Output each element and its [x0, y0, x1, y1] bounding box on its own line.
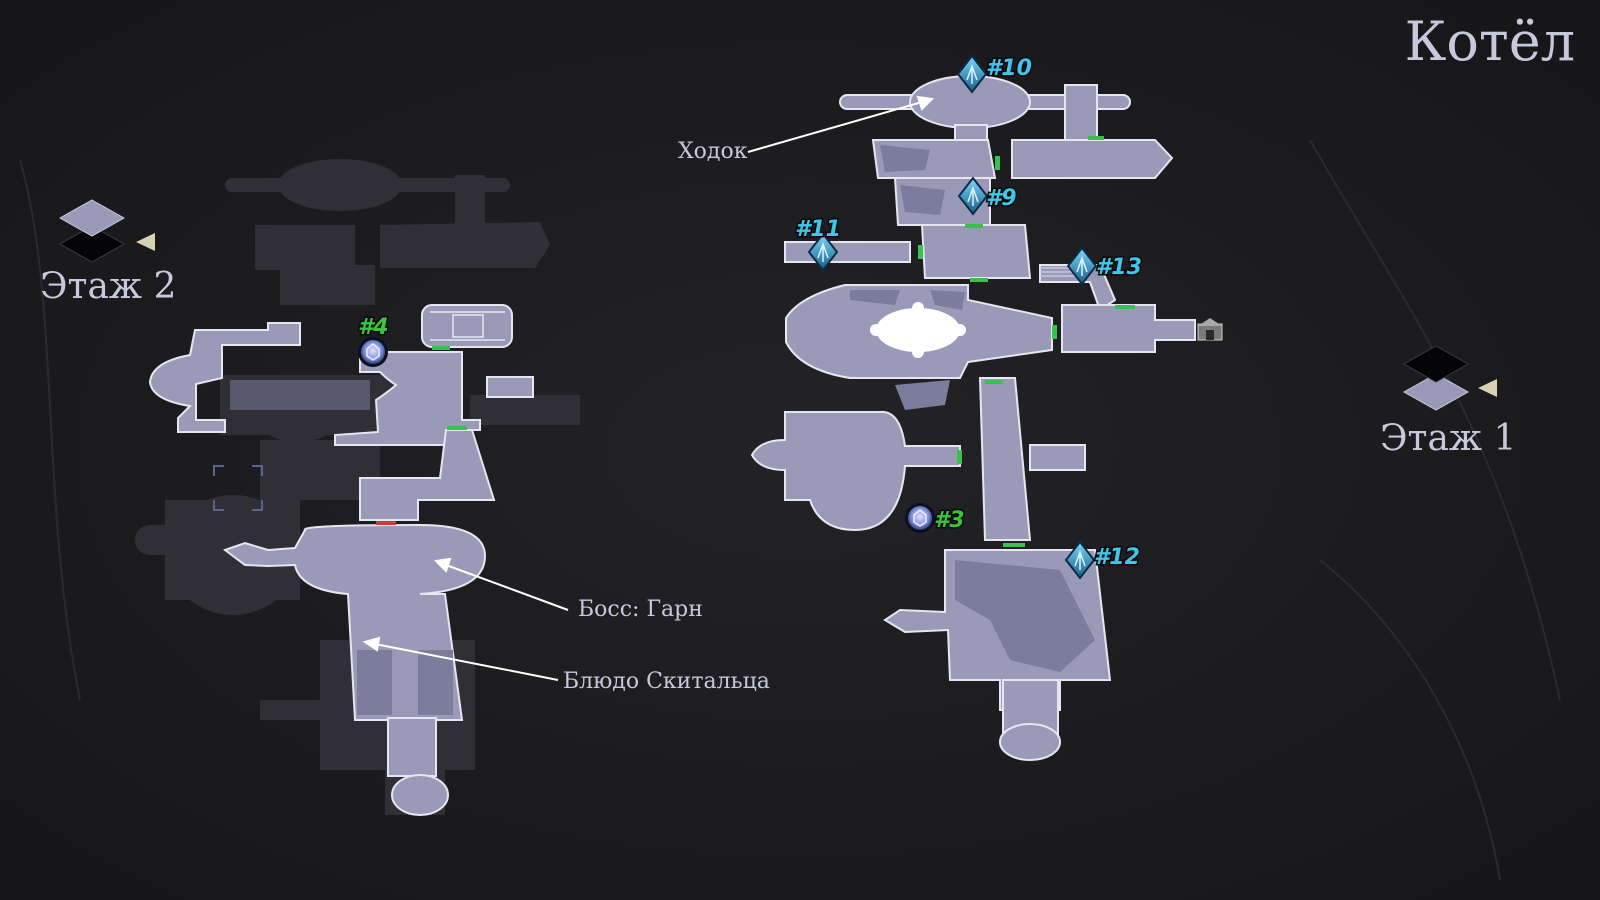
marker-13-label: #13: [1096, 255, 1142, 280]
floor-2-doors: [376, 346, 467, 525]
marker-9-label: #9: [986, 186, 1017, 211]
map-title: Котёл: [1405, 10, 1575, 73]
annotation-walker: Ходок: [678, 139, 748, 164]
floor-2-selector[interactable]: Этаж 2: [40, 199, 176, 307]
marker-3-label: #3: [934, 508, 965, 533]
floor-1-label: Этаж 1: [1380, 418, 1516, 459]
floor-2-label: Этаж 2: [40, 266, 176, 307]
marker-labels: #10 #9 #11 #13 #12 #3 #4: [357, 55, 1144, 572]
exit-gate-icon[interactable]: [1197, 318, 1223, 341]
floor-1-room-shading: [850, 145, 1095, 672]
marker-10[interactable]: [956, 54, 988, 94]
annotation-boss: Босс: Гарн: [578, 597, 703, 622]
marker-11-label: #11: [795, 217, 841, 242]
floor-1-center-medallion: [870, 302, 966, 358]
floor-1-doors: [918, 136, 1135, 547]
annotation-leaders: [362, 95, 935, 681]
floor-2-ring-room-grid: [430, 311, 505, 341]
marker-3[interactable]: [905, 503, 935, 533]
marker-11[interactable]: [807, 232, 839, 272]
marker-9[interactable]: [957, 176, 989, 216]
annotation-dish: Блюдо Скитальца: [563, 669, 770, 694]
marker-10-label: #10: [986, 56, 1032, 81]
annotations: Ходок Босс: Гарн Блюдо Скитальца: [563, 139, 770, 694]
target-reticle: [213, 465, 263, 511]
marker-13[interactable]: [1066, 246, 1098, 286]
triangle-pointer-icon: [1478, 379, 1497, 397]
layers-icon: [58, 199, 126, 263]
marker-12-label: #12: [1094, 545, 1140, 570]
floor-1-selector[interactable]: Этаж 1: [1380, 345, 1516, 459]
floor-2-map: [135, 159, 580, 816]
marker-12[interactable]: [1064, 540, 1096, 580]
marker-4[interactable]: [358, 337, 388, 367]
floor-2-room-shading: [230, 380, 453, 715]
marker-4-label: #4: [358, 315, 389, 340]
triangle-pointer-icon: [136, 233, 155, 251]
layers-icon: [1402, 345, 1470, 411]
